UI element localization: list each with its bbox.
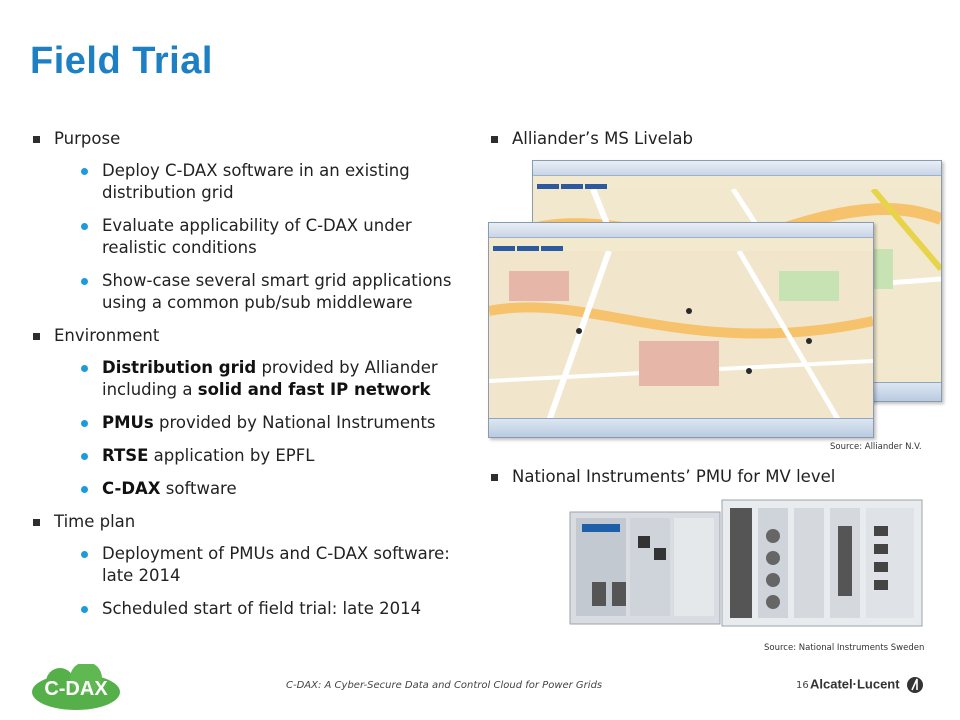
taskbar [489,418,873,437]
footer-caption: C-DAX: A Cyber-Secure Data and Control C… [286,680,603,691]
square-bullet-icon [491,136,498,143]
list-item: C-DAX software [30,478,480,500]
map-toolbar [493,239,565,254]
item-text: Scheduled start of field trial: late 201… [102,599,422,618]
section-heading-text: Purpose [54,129,121,148]
item-text: provided by Alliander including a [102,358,438,399]
section-heading-text: Environment [54,326,160,345]
bold-text: PMUs [102,413,154,432]
company-logo: Alcatel·Lucent [810,676,924,694]
list-item: Deployment of PMUs and C-DAX software: l… [30,543,480,587]
item-text: software [160,479,237,498]
page-number: 16 [796,680,809,691]
bullet-alliander: Alliander’s MS Livelab [488,128,948,150]
list-item: Show-case several smart grid application… [30,270,480,314]
round-bullet-icon [81,453,88,460]
bold-text: RTSE [102,446,149,465]
right-column-lower: National Instruments’ PMU for MV level [488,466,948,498]
list-item: Scheduled start of field trial: late 201… [30,598,480,620]
square-bullet-icon [33,333,40,340]
right-column: Alliander’s MS Livelab [488,128,948,160]
section-heading-text: Time plan [54,512,136,531]
round-bullet-icon [81,278,88,285]
pmu-hardware-image [562,496,932,636]
bold-text: Distribution grid [102,358,257,377]
round-bullet-icon [81,551,88,558]
round-bullet-icon [81,606,88,613]
ni-heading: National Instruments’ PMU for MV level [512,467,836,486]
map-screenshot-front [488,222,874,438]
section-heading: Purpose [30,128,480,150]
logo-text: C-DAX [44,678,108,700]
round-bullet-icon [81,486,88,493]
list-item: Deploy C-DAX software in an existing dis… [30,160,480,204]
alliander-heading: Alliander’s MS Livelab [512,129,693,148]
item-text: provided by National Instruments [153,413,436,432]
source-ni: Source: National Instruments Sweden [764,643,925,653]
round-bullet-icon [81,168,88,175]
item-text: application by EPFL [148,446,315,465]
bold-text: C-DAX [102,479,161,498]
section-heading: Time plan [30,511,480,533]
slide-title: Field Trial [30,40,213,82]
round-bullet-icon [81,223,88,230]
list-item: RTSE application by EPFL [30,445,480,467]
item-text: Evaluate applicability of C-DAX under re… [102,216,412,257]
square-bullet-icon [33,136,40,143]
source-alliander: Source: Alliander N.V. [830,442,922,452]
item-text: Deploy C-DAX software in an existing dis… [102,161,410,202]
square-bullet-icon [33,519,40,526]
browser-bar [489,223,873,238]
browser-bar [533,161,941,176]
item-text: Deployment of PMUs and C-DAX software: l… [102,544,450,585]
company-name: Alcatel·Lucent [810,676,900,692]
bullet-ni: National Instruments’ PMU for MV level [488,466,948,488]
list-item: Evaluate applicability of C-DAX under re… [30,215,480,259]
section-heading: Environment [30,325,480,347]
item-text: Show-case several smart grid application… [102,271,452,312]
alcatel-lucent-icon [907,677,924,693]
bold-text: solid and fast IP network [197,380,431,399]
list-item: Distribution grid provided by Alliander … [30,357,480,401]
map-toolbar [537,177,609,192]
cdax-logo: C-DAX [30,662,122,712]
list-item: PMUs provided by National Instruments [30,412,480,434]
round-bullet-icon [81,365,88,372]
round-bullet-icon [81,420,88,427]
square-bullet-icon [491,474,498,481]
